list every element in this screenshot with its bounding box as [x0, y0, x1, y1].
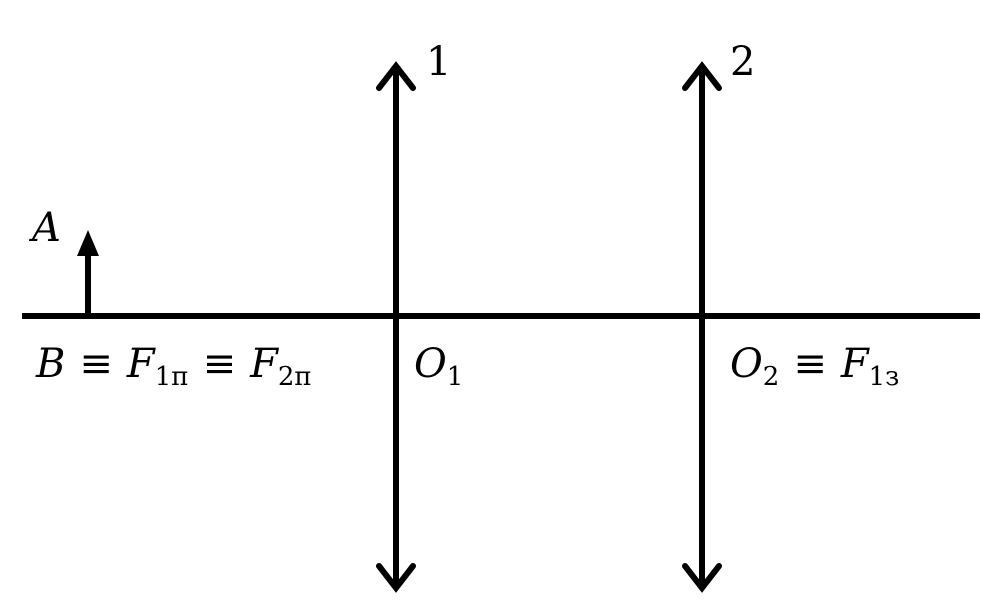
object-base-label: B≡F1п≡F2п: [36, 341, 312, 390]
lens-1-center-symbol: O: [414, 341, 447, 387]
lens-1-number: 1: [426, 39, 452, 85]
lens-2-focus-subscript: 1з: [868, 362, 900, 392]
lens-2-center-label: O2 ≡ F1з: [730, 341, 899, 390]
lens-2: [682, 61, 722, 593]
lens-1-center-label: O1: [414, 341, 463, 390]
focus-1-symbol: F: [126, 341, 155, 387]
object-arrow-head: [77, 230, 99, 256]
lens-2-number: 2: [730, 39, 756, 85]
focus-1-subscript: 1п: [154, 362, 189, 392]
focus-2-symbol: F: [250, 341, 278, 387]
lens-1-center-subscript: 1: [446, 362, 464, 392]
equiv-symbol-1: ≡: [79, 341, 113, 387]
lens-1-bottom-arrow: [376, 563, 416, 593]
lens-2-top-arrow: [682, 61, 722, 91]
object-base-symbol: B: [36, 341, 66, 387]
lens-1-top-arrow: [376, 61, 416, 91]
focus-2-subscript: 2п: [277, 362, 312, 392]
object-top-label: A: [32, 205, 61, 251]
lens-2-focus-symbol: F: [840, 341, 869, 387]
equiv-symbol-2: ≡: [202, 341, 237, 387]
lens-1: [376, 61, 416, 593]
lens-2-center-subscript: 2: [762, 362, 780, 392]
lens-2-center-symbol: O: [730, 341, 763, 387]
lens-2-bottom-arrow: [682, 563, 722, 593]
equiv-symbol-3: ≡: [793, 341, 827, 387]
